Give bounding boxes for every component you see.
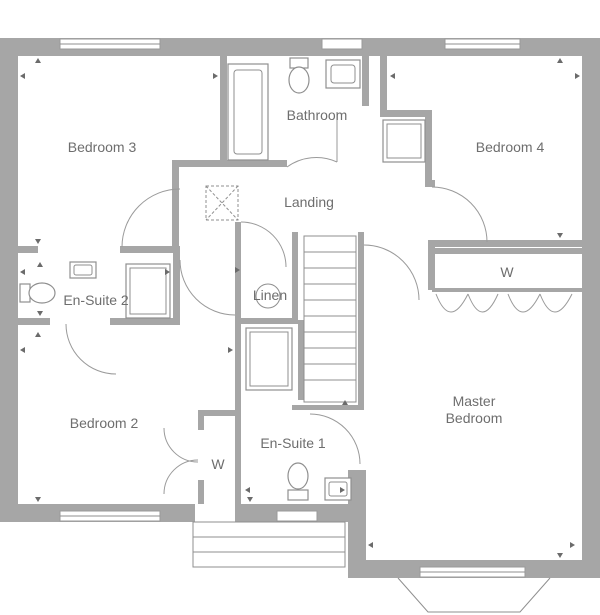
label-landing: Landing xyxy=(284,194,334,210)
label-wardrobe-master: W xyxy=(500,264,514,280)
label-wardrobe-bedroom2: W xyxy=(211,456,225,472)
window-bathroom xyxy=(321,38,363,50)
bathtub xyxy=(227,63,269,161)
loft-hatch xyxy=(205,185,239,221)
label-bedroom-3: Bedroom 3 xyxy=(68,139,137,155)
label-ensuite-2: En-Suite 2 xyxy=(63,292,129,308)
label-ensuite-1: En-Suite 1 xyxy=(260,435,326,451)
bathroom-basin xyxy=(325,59,361,89)
label-bedroom-4: Bedroom 4 xyxy=(476,139,545,155)
bathroom-shower xyxy=(382,119,426,163)
dimension-ticks xyxy=(20,58,580,558)
label-master-bedroom-line1: Master xyxy=(453,393,496,409)
porch-steps xyxy=(192,521,346,568)
linen-cupboard xyxy=(255,283,281,309)
label-bedroom-2: Bedroom 2 xyxy=(70,415,139,431)
ensuite1-shower xyxy=(245,327,293,391)
ensuite1-toilet xyxy=(287,462,309,501)
ensuite2-shower xyxy=(125,263,171,319)
bay-window xyxy=(397,577,551,613)
label-bathroom: Bathroom xyxy=(287,107,348,123)
label-master-bedroom-line2: Bedroom xyxy=(446,410,503,426)
label-linen: Linen xyxy=(253,287,287,303)
ensuite2-toilet xyxy=(19,282,56,304)
staircase xyxy=(303,235,357,403)
window-ensuite1 xyxy=(276,510,318,522)
room-labels: Bedroom 3 Bathroom Bedroom 4 Landing En-… xyxy=(63,107,544,472)
bathroom-toilet xyxy=(288,57,310,94)
windows xyxy=(59,38,551,613)
ensuite1-basin xyxy=(324,477,352,501)
door-swings xyxy=(65,112,573,495)
interior-walls xyxy=(18,56,582,522)
ensuite2-basin xyxy=(69,261,97,279)
